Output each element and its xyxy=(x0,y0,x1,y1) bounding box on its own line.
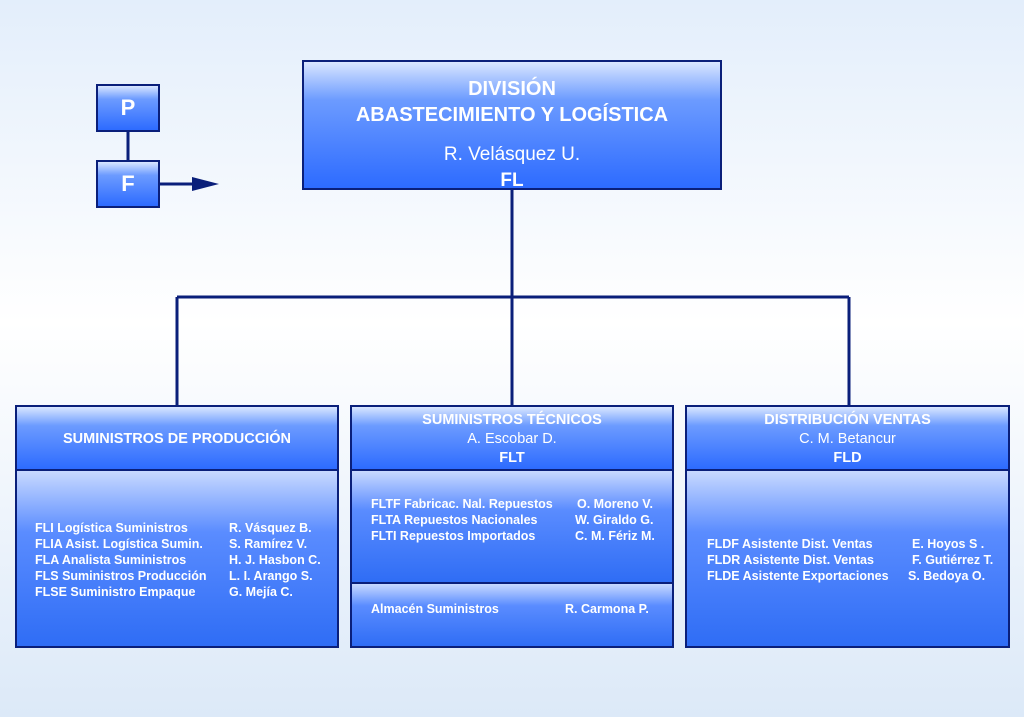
staff-name: O. Moreno V. xyxy=(577,497,653,511)
division-code: FL xyxy=(500,170,524,191)
staff-role: FLSE Suministro Empaque xyxy=(35,585,196,599)
staff-name: G. Mejía C. xyxy=(229,585,293,599)
unit-tecnicos-code: FLT xyxy=(499,450,525,466)
unit-tecnicos-head: A. Escobar D. xyxy=(467,431,557,447)
unit-ventas-title: DISTRIBUCIÓN VENTAS xyxy=(764,412,931,428)
staff-role: Almacén Suministros xyxy=(371,602,499,616)
staff-role: FLI Logística Suministros xyxy=(35,521,188,535)
staff-role: FLTI Repuestos Importados xyxy=(371,529,536,543)
division-line1: DIVISIÓN xyxy=(468,78,556,100)
staff-name: R. Vásquez B. xyxy=(229,521,312,535)
staff-name: S. Bedoya O. xyxy=(908,569,986,583)
unit-ventas-head: C. M. Betancur xyxy=(799,431,896,447)
division-box: DIVISIÓN ABASTECIMIENTO Y LOGÍSTICA R. V… xyxy=(302,60,722,191)
legend-f-label: F xyxy=(121,171,135,196)
unit-tecnicos-title: SUMINISTROS TÉCNICOS xyxy=(422,412,602,428)
unit-produccion-header: SUMINISTROS DE PRODUCCIÓN xyxy=(15,405,339,471)
unit-produccion-title: SUMINISTROS DE PRODUCCIÓN xyxy=(63,431,291,447)
staff-name: F. Gutiérrez T. xyxy=(912,553,994,567)
unit-ventas-body: FLDF Asistente Dist. Ventas E. Hoyos S .… xyxy=(685,469,1010,648)
unit-produccion-body: FLI Logística Suministros R. Vásquez B. … xyxy=(15,469,339,648)
unit-ventas-header: DISTRIBUCIÓN VENTAS C. M. Betancur FLD xyxy=(685,405,1010,471)
legend-box-f: F xyxy=(96,160,160,208)
arrow-right-icon xyxy=(192,177,219,191)
staff-name: S. Ramírez V. xyxy=(229,537,308,551)
unit-tecnicos-header: SUMINISTROS TÉCNICOS A. Escobar D. FLT xyxy=(350,405,674,471)
unit-tecnicos-almacen: Almacén Suministros R. Carmona P. xyxy=(350,582,674,648)
staff-role: FLS Suministros Producción xyxy=(35,569,207,583)
staff-name: R. Carmona P. xyxy=(565,602,649,616)
division-line2: ABASTECIMIENTO Y LOGÍSTICA xyxy=(355,104,669,126)
legend-box-p: P xyxy=(96,84,160,132)
staff-role: FLDR Asistente Dist. Ventas xyxy=(707,553,874,567)
staff-name: L. I. Arango S. xyxy=(229,569,313,583)
staff-name: E. Hoyos S . xyxy=(912,537,985,551)
staff-name: H. J. Hasbon C. xyxy=(229,553,321,567)
staff-role: FLTF Fabricac. Nal. Repuestos xyxy=(371,497,553,511)
staff-role: FLTA Repuestos Nacionales xyxy=(371,513,538,527)
staff-role: FLDF Asistente Dist. Ventas xyxy=(707,537,873,551)
unit-tecnicos-body: FLTF Fabricac. Nal. Repuestos O. Moreno … xyxy=(350,469,674,584)
legend-p-label: P xyxy=(120,95,136,120)
staff-name: C. M. Fériz M. xyxy=(575,529,655,543)
staff-role: FLDE Asistente Exportaciones xyxy=(707,569,889,583)
staff-role: FLA Analista Suministros xyxy=(35,553,187,567)
staff-role: FLIA Asist. Logística Sumin. xyxy=(35,537,203,551)
division-head: R. Velásquez U. xyxy=(443,144,581,165)
staff-name: W. Giraldo G. xyxy=(575,513,654,527)
unit-ventas-code: FLD xyxy=(833,450,862,466)
